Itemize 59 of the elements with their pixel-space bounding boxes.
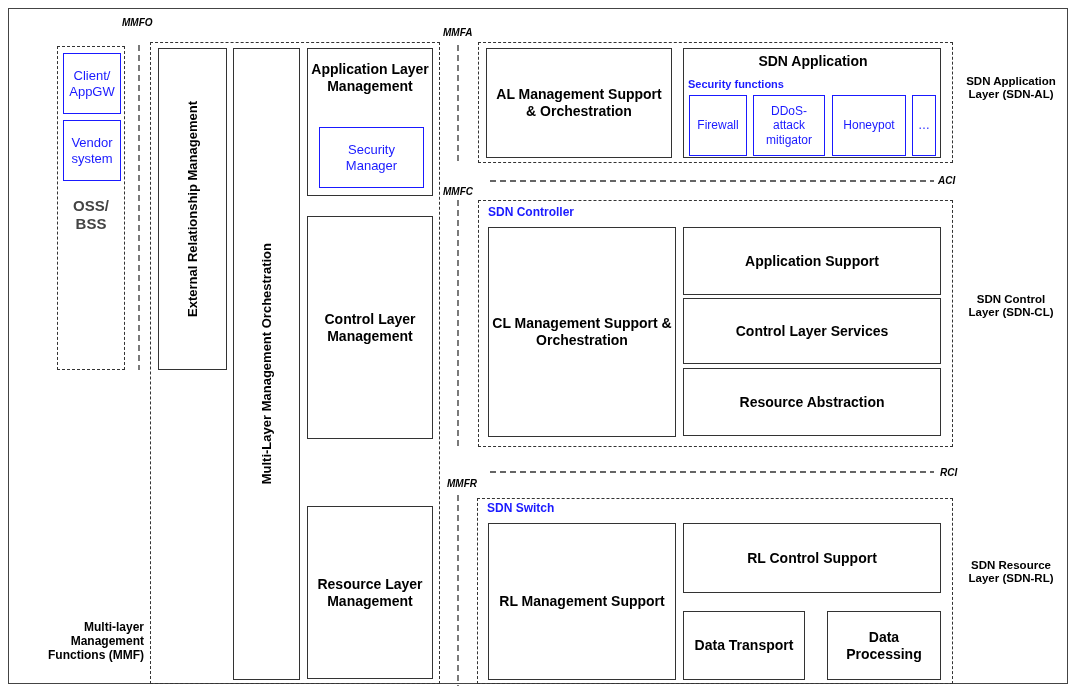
component-box bbox=[63, 120, 121, 181]
box-label: Vendor system bbox=[70, 134, 114, 167]
function-box bbox=[827, 611, 941, 680]
component-box bbox=[912, 95, 936, 156]
box-label: Resource Layer Management bbox=[316, 575, 424, 610]
function-box bbox=[488, 227, 676, 437]
function-box bbox=[233, 48, 300, 680]
group-title: SDN Switch bbox=[487, 502, 556, 516]
interface-label: ACI bbox=[938, 175, 956, 186]
component-box bbox=[319, 127, 424, 188]
box-label: Control Layer Services bbox=[734, 322, 890, 340]
interface-label: MMFA bbox=[443, 27, 473, 38]
box-label: AL Management Support & Orchestration bbox=[495, 86, 663, 120]
box-label: Control Layer Management bbox=[323, 310, 417, 345]
box-label: Client/ AppGW bbox=[68, 67, 116, 100]
function-box bbox=[683, 298, 941, 364]
box-label: DDoS-attack mitigator bbox=[765, 103, 813, 148]
box-label: … bbox=[917, 118, 931, 133]
function-box bbox=[488, 523, 676, 680]
layer-label: SDN Resource Layer (SDN-RL) bbox=[967, 559, 1055, 586]
layer-label: SDN Control Layer (SDN-CL) bbox=[967, 293, 1055, 320]
box-label: RL Control Support bbox=[746, 549, 878, 567]
interface-label: RCI bbox=[940, 467, 958, 478]
function-box bbox=[307, 48, 433, 196]
box-label: Data Processing bbox=[845, 628, 923, 663]
box-label: OSS/ BSS bbox=[72, 197, 110, 233]
box-label: Application Layer Management bbox=[310, 61, 430, 95]
dashed-group-box bbox=[57, 46, 125, 370]
box-label: External Relationship Management bbox=[183, 101, 201, 317]
component-box bbox=[753, 95, 825, 156]
box-label: Multi-Layer Management Orchestration bbox=[257, 243, 275, 485]
interface-label: MMFO bbox=[122, 17, 153, 28]
function-box bbox=[683, 611, 805, 680]
function-box bbox=[683, 227, 941, 295]
interface-label: MMFR bbox=[447, 478, 477, 489]
component-box bbox=[689, 95, 747, 156]
box-label: Application Support bbox=[744, 252, 880, 270]
function-box bbox=[683, 368, 941, 436]
layer-label: SDN Application Layer (SDN-AL) bbox=[965, 75, 1057, 102]
group-title: SDN Controller bbox=[488, 206, 575, 220]
box-label: CL Management Support & Orchestration bbox=[491, 315, 673, 349]
component-box bbox=[63, 53, 121, 114]
function-box bbox=[486, 48, 672, 158]
box-label: RL Management Support bbox=[498, 593, 666, 610]
function-box bbox=[158, 48, 227, 370]
box-label: Firewall bbox=[696, 118, 740, 133]
function-box bbox=[307, 216, 433, 439]
box-label: Honeypot bbox=[842, 118, 896, 133]
component-box bbox=[832, 95, 906, 156]
box-label: Resource Abstraction bbox=[738, 393, 886, 411]
interface-label: MMFC bbox=[443, 186, 473, 197]
group-title: Security functions bbox=[688, 78, 785, 91]
box-label: Data Transport bbox=[693, 637, 795, 654]
box-title: Multi-layer Management Functions (MMF) bbox=[47, 621, 144, 663]
function-box bbox=[307, 506, 433, 679]
function-box bbox=[683, 48, 941, 158]
box-title: SDN Application bbox=[757, 53, 869, 70]
function-box bbox=[683, 523, 941, 593]
box-label: Security Manager bbox=[344, 141, 399, 174]
